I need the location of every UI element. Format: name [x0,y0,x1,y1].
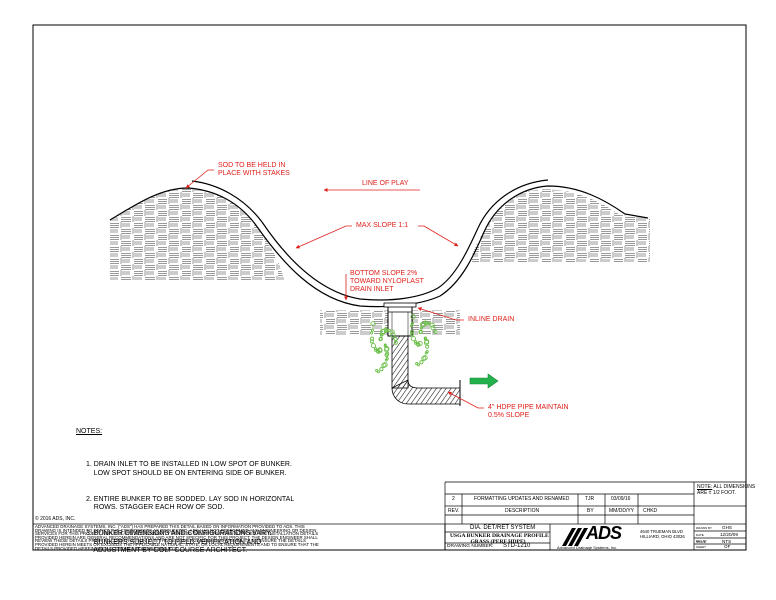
sod-layer-right [477,179,549,229]
inline-drain-leader [417,307,464,321]
note-1: 1. DRAIN INLET TO BE INSTALLED IN LOW SP… [86,461,292,477]
gravel-right [409,314,438,367]
ground-right [472,189,650,262]
sod-leader [185,169,214,189]
rev-description: FORMATTING UPDATES AND RENAMED [474,496,570,502]
ads-logo: ADS [586,523,622,543]
max-slope-leader [295,225,352,249]
tb-sheet: SHEET OF [696,544,731,549]
dimension-note: NOTE: ALL DIMENSIONS ARE ± 1/2 FOOT. [697,484,756,496]
pipe-elbow [391,379,461,405]
rev-header-by: BY [587,508,594,514]
drawing-number: STD-1210 [503,543,531,549]
rev-by: TJR [585,496,595,502]
sod-layer-left [191,180,263,223]
notes-list: 1. DRAIN INLET TO BE INSTALLED IN LOW SP… [86,444,294,564]
company-name: Advanced Drainage Systems, Inc. [557,545,618,550]
tb-date: DATE 12/20/09 [696,532,738,537]
rev-header-description: DESCRIPTION [505,508,540,514]
tb-scale: SCALE NTS [696,539,732,544]
rev-header-chkd: CHKD [643,508,658,514]
inline-drain-label: INLINE DRAIN [468,316,515,323]
rev-date: 03/09/16 [611,496,631,502]
title-block-grid [32,481,747,551]
max-slope-leader-2 [418,225,459,247]
tb-rev-by: REV BY [696,539,708,543]
ground-left [110,188,284,280]
ads-logo-stripes [562,528,588,546]
note-2: 2. ENTIRE BUNKER TO BE SODDED. LAY SOD I… [86,495,295,512]
line-of-play-label: LINE OF PLAY [362,180,409,187]
sod-layer [261,221,479,301]
drawing-number-label: DRAWING NUMBER: [447,544,494,549]
notes-heading: NOTES: [76,428,103,435]
disclaimer: ADVANCED DRAINAGE SYSTEMS, INC. ("ADS") … [35,524,319,551]
copyright: © 2016 ADS, INC. [35,516,76,522]
rev-header-date: MM/DD/YY [609,508,634,514]
drain-inlet [383,302,417,337]
drawing-category: DIA. DET/RET SYSTEM [470,525,536,531]
flow-arrow [469,373,499,389]
pipe-leader [447,391,484,409]
note-3: 3. BUNKER DIMENSIONS AND CONFIGURATIONS … [86,529,272,555]
gravel-left [369,321,398,374]
rev-header-rev: REV. [448,508,460,514]
max-slope-label: MAX SLOPE 1:1 [356,222,409,229]
rev-number: 2 [452,496,455,502]
tb-drawn-by: DRAWN BY GHS [696,525,732,530]
